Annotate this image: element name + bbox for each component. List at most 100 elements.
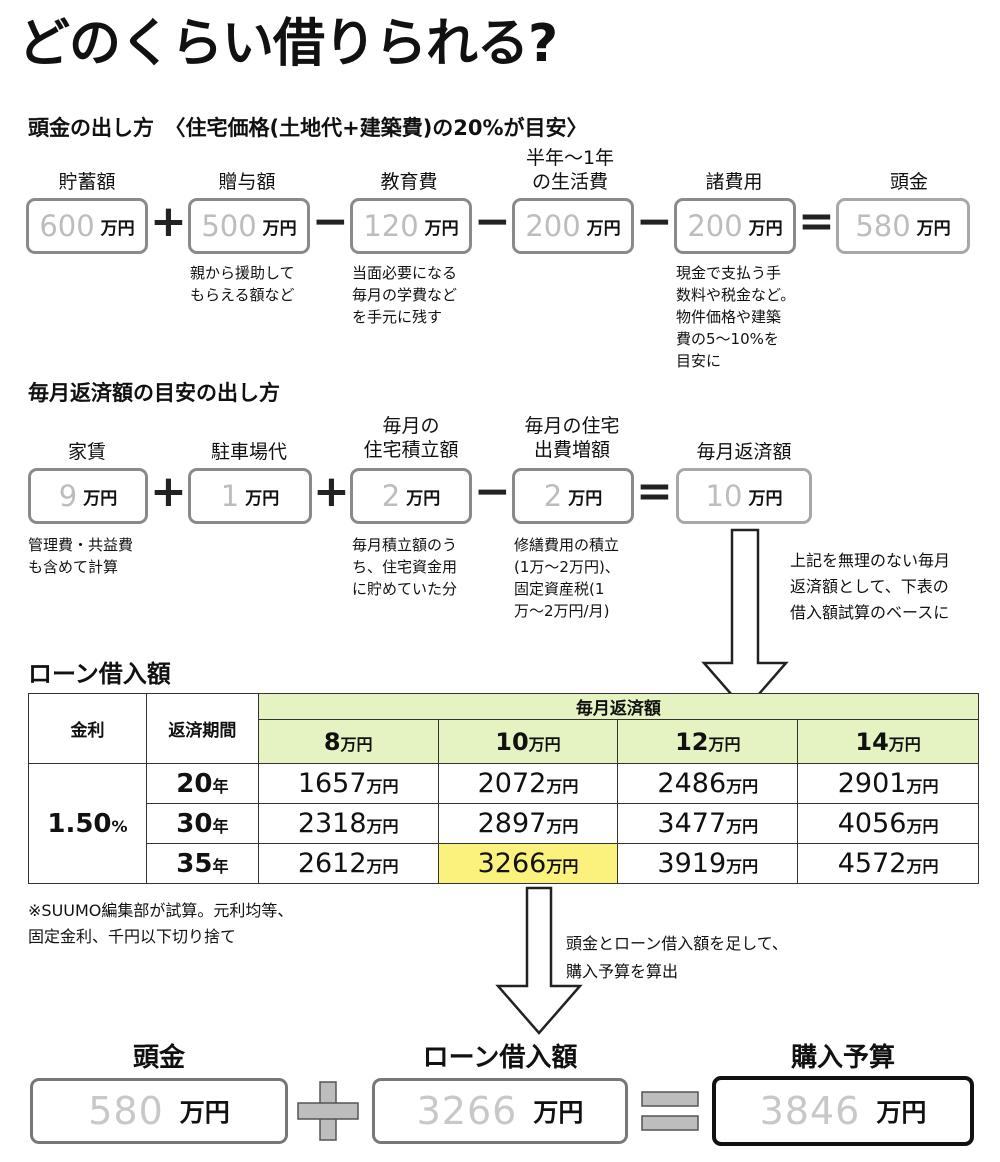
loan-amount-cell: 4056万円: [797, 803, 979, 844]
equals-operator: =: [636, 466, 673, 517]
loan-amount-cell: 2072万円: [437, 763, 619, 804]
result-budget-box: 3846 万円: [712, 1076, 974, 1146]
result-budget-unit: 万円: [876, 1098, 927, 1127]
housing-expense-label: 毎月の住宅 出費増額: [524, 415, 620, 461]
payment-header: 8万円: [257, 719, 439, 764]
rent-unit: 万円: [83, 488, 118, 509]
result-budget-label: 購入予算: [790, 1043, 895, 1073]
plus-operator: +: [150, 466, 187, 517]
payment-header: 10万円: [437, 719, 619, 764]
payment-header: 14万円: [797, 719, 979, 764]
rent-value: 9: [58, 479, 78, 513]
parking-value: 1: [220, 479, 240, 513]
gift-value: 500: [201, 209, 257, 243]
parking-unit: 万円: [245, 488, 280, 509]
loan-table: 金利 返済期間 毎月返済額 8万円 10万円 12万円 14万円 1.50% 2…: [28, 693, 980, 884]
page-title: どのくらい借りられる?: [18, 14, 558, 74]
fees-label: 諸費用: [705, 171, 763, 193]
plus-operator: +: [313, 466, 350, 517]
monthly-payment-label: 毎月返済額: [696, 441, 792, 463]
living-cost-unit: 万円: [586, 218, 621, 239]
parking-label: 駐車場代: [210, 441, 287, 463]
housing-expense-note: 修繕費用の積立 (1万〜2万円)、 固定資産税(1 万〜2万円/月): [514, 536, 620, 620]
gift-note: 親から援助して もらえる額など: [190, 264, 295, 304]
period-col-header: 返済期間: [145, 693, 259, 764]
monthly-payment-value: 10: [705, 479, 743, 513]
gift-label: 贈与額: [218, 171, 276, 193]
rent-label: 家賃: [67, 441, 106, 463]
loan-footnote: ※SUUMO編集部が試算。元利均等、 固定金利、千円以下切り捨て: [28, 901, 294, 946]
period-cell: 20年: [145, 763, 259, 804]
plus-icon: [297, 1081, 359, 1141]
housing-saving-value: 2: [381, 479, 401, 513]
monthly-heading: 毎月返済額の目安の出し方: [28, 381, 280, 405]
result-downpayment-box: 580 万円: [30, 1078, 288, 1144]
housing-saving-unit: 万円: [406, 488, 441, 509]
interest-rate: 1.50%: [28, 763, 147, 884]
down-arrow-icon: [701, 528, 789, 712]
minus-operator: −: [636, 196, 673, 247]
result-downpayment-value: 580: [88, 1089, 164, 1133]
downpayment-unit: 万円: [916, 218, 951, 239]
fees-note: 現金で支払う手 数料や税金など。 物件価格や建築 費の5〜10%を 目安に: [676, 264, 796, 370]
gift-unit: 万円: [262, 218, 297, 239]
loan-amount-cell: 1657万円: [257, 763, 439, 804]
loan-amount-cell: 2486万円: [617, 763, 799, 804]
loan-amount-cell: 3919万円: [617, 843, 799, 884]
loan-amount-cell: 3477万円: [617, 803, 799, 844]
monthly-side-note: 上記を無理のない毎月 返済額として、下表の 借入額試算のベースに: [790, 551, 951, 622]
housing-expense-unit: 万円: [568, 488, 603, 509]
loan-amount-cell: 2612万円: [257, 843, 439, 884]
loan-amount-cell: 2318万円: [257, 803, 439, 844]
education-value: 120: [363, 209, 419, 243]
living-cost-value: 200: [525, 209, 581, 243]
period-cell: 30年: [145, 803, 259, 844]
equals-operator: =: [798, 196, 835, 247]
savings-value: 600: [39, 209, 95, 243]
equals-icon: [641, 1091, 699, 1131]
result-loan-value: 3266: [416, 1089, 518, 1133]
housing-expense-value: 2: [543, 479, 563, 513]
education-unit: 万円: [424, 218, 459, 239]
savings-unit: 万円: [100, 218, 135, 239]
minus-operator: −: [474, 466, 511, 517]
loan-amount-cell: 2897万円: [437, 803, 619, 844]
rate-col-header: 金利: [28, 693, 147, 764]
monthly-payment-unit: 万円: [748, 488, 783, 509]
minus-operator: −: [312, 196, 349, 247]
education-note: 当面必要になる 毎月の学費など を手元に残す: [352, 264, 458, 326]
savings-label: 貯蓄額: [58, 171, 116, 193]
result-downpayment-unit: 万円: [179, 1098, 230, 1127]
loan-side-note: 頭金とローン借入額を足して、 購入予算を算出: [566, 934, 788, 981]
rent-note: 管理費・共益費 も含めて計算: [28, 536, 134, 576]
fees-value: 200: [687, 209, 743, 243]
downpayment-heading: 頭金の出し方 〈住宅価格(土地代+建築費)の20%が目安〉: [28, 116, 588, 140]
loan-heading: ローン借入額: [28, 660, 171, 688]
period-cell: 35年: [145, 843, 259, 884]
housing-saving-label: 毎月の 住宅積立額: [363, 415, 459, 461]
downpayment-value: 580: [855, 209, 911, 243]
payment-header: 12万円: [617, 719, 799, 764]
result-budget-value: 3846: [759, 1089, 861, 1133]
living-cost-label: 半年〜1年 の生活費: [525, 147, 615, 193]
plus-operator: +: [150, 196, 187, 247]
result-loan-label: ローン借入額: [422, 1043, 578, 1073]
loan-amount-cell: 2901万円: [797, 763, 979, 804]
result-downpayment-label: 頭金: [132, 1043, 185, 1073]
downpayment-label: 頭金: [889, 171, 928, 193]
payment-group-header: 毎月返済額: [257, 693, 980, 720]
down-arrow-icon: [495, 886, 583, 1035]
education-label: 教育費: [380, 171, 438, 193]
table-row: 30年 2318万円 2897万円 3477万円 4056万円: [29, 803, 979, 844]
